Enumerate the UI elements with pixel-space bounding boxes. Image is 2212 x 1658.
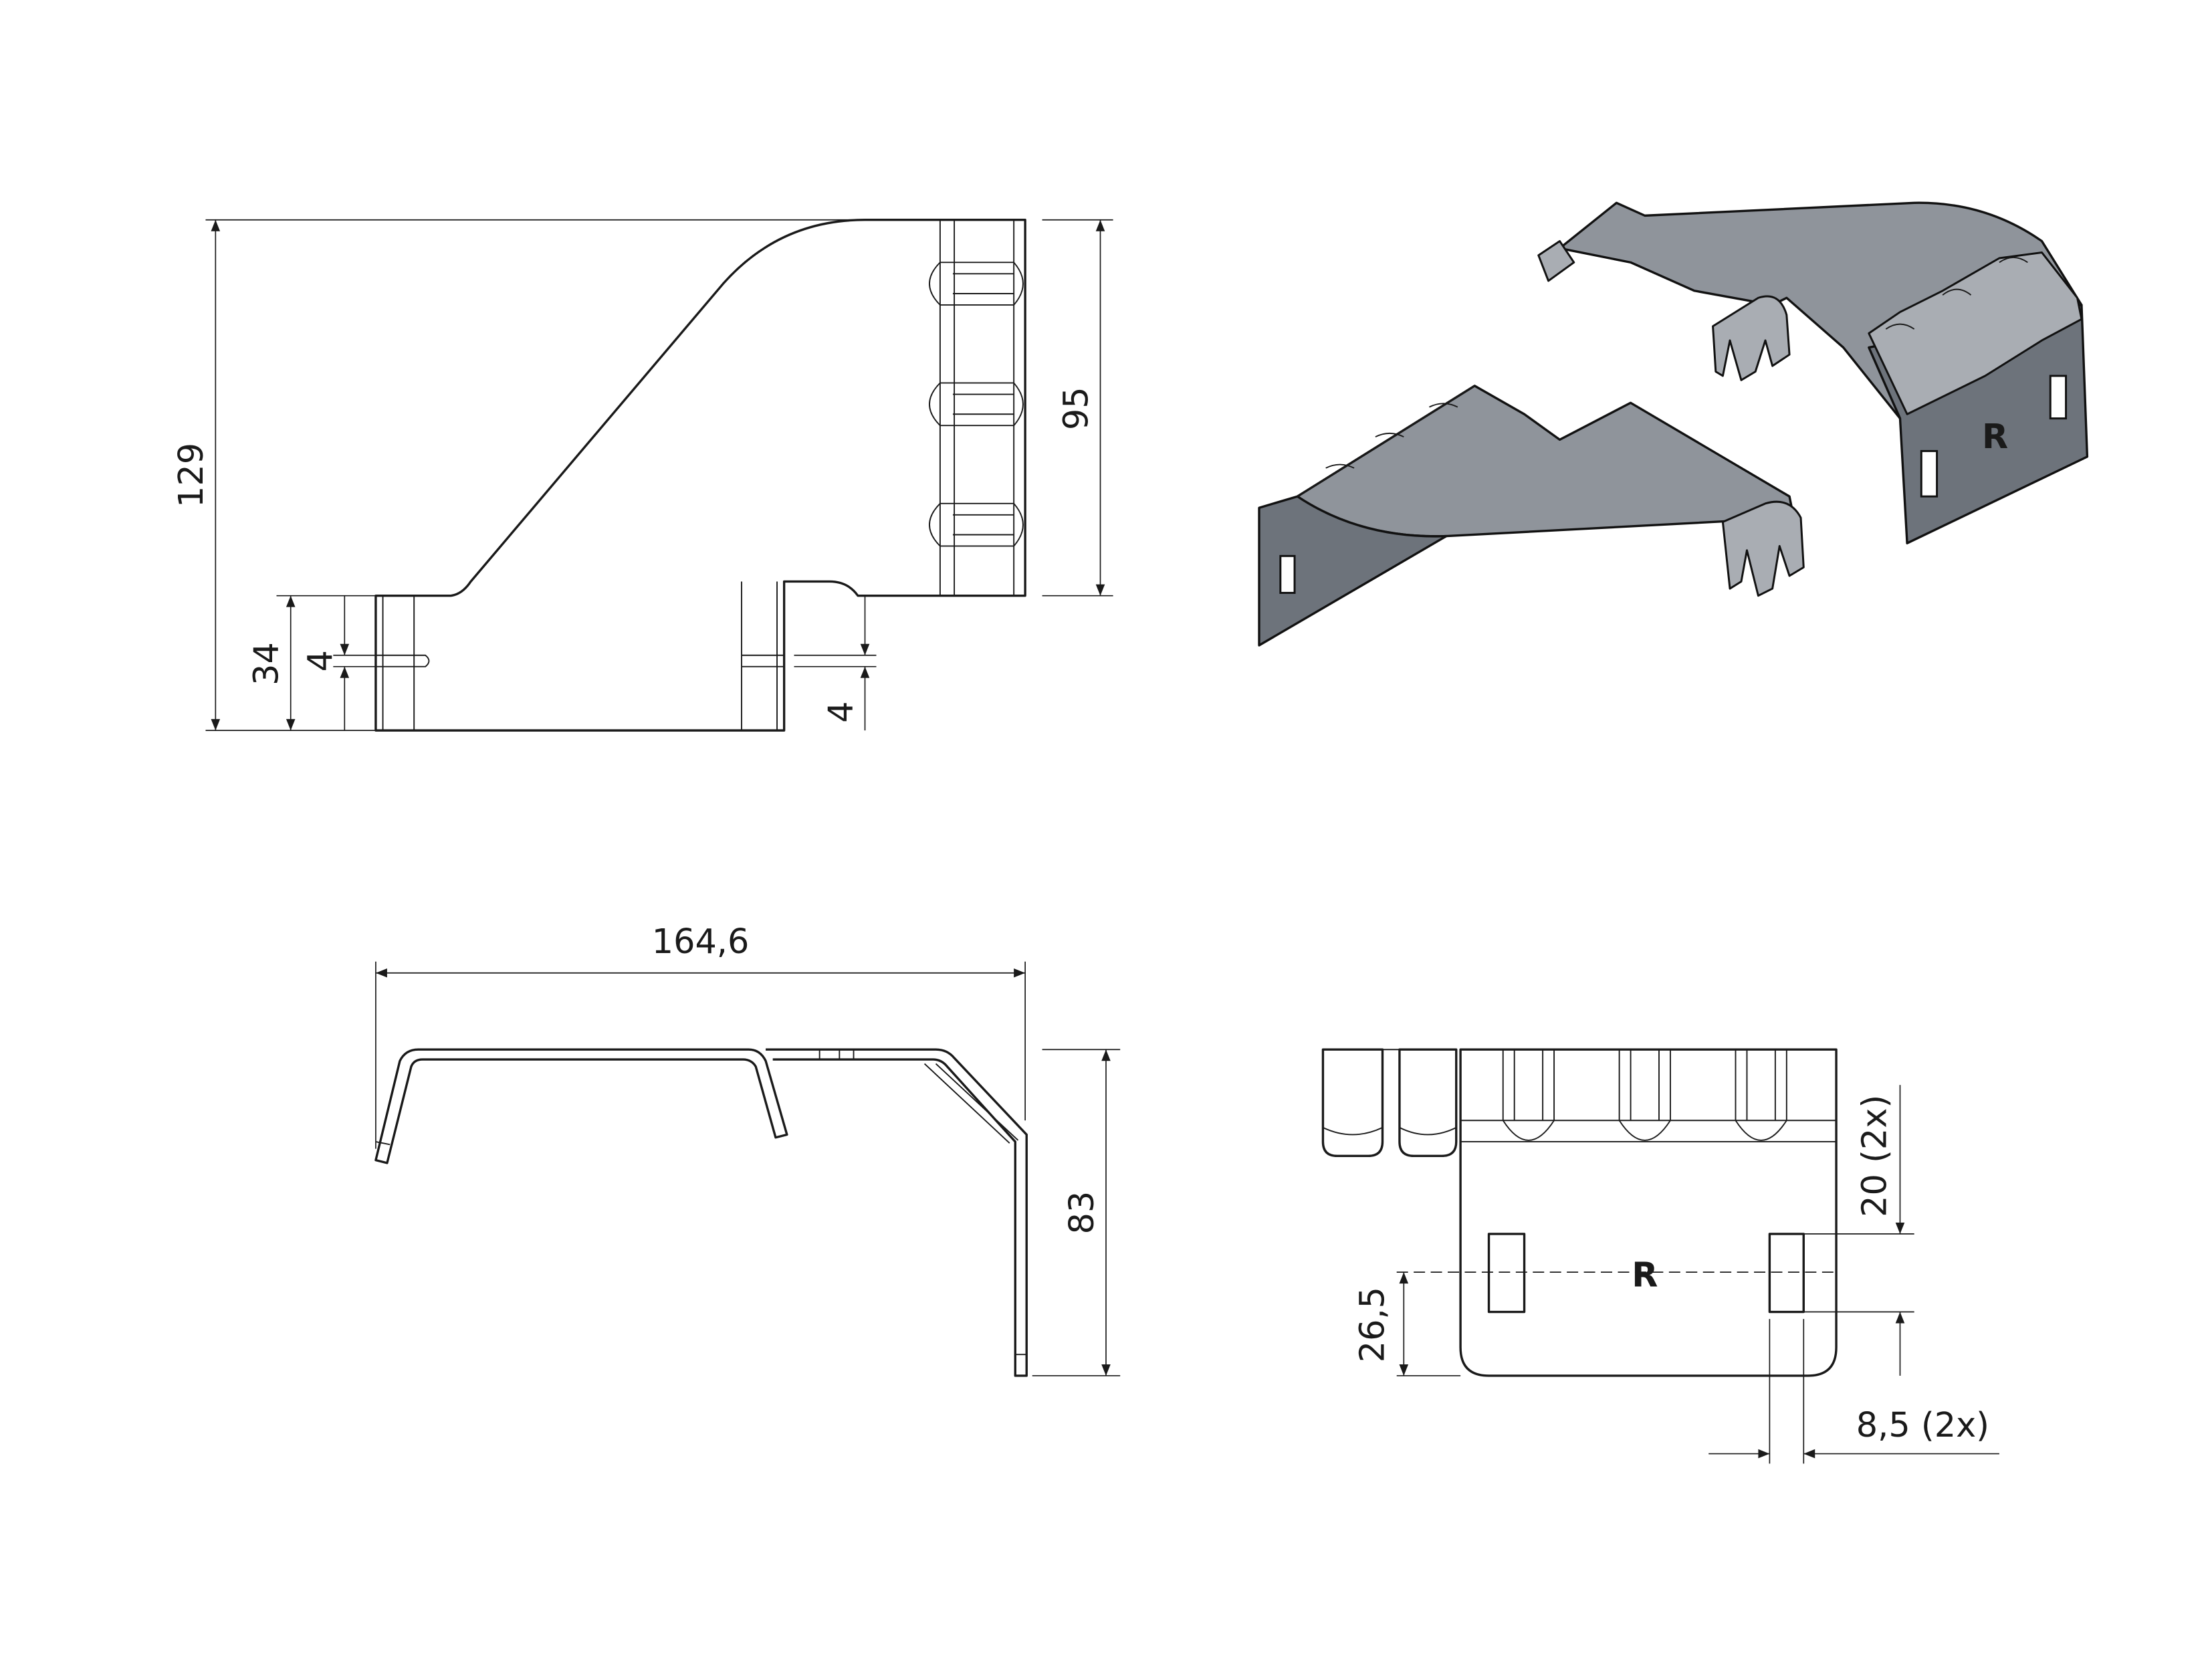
dim-4-left: 4 (301, 650, 340, 671)
bottom-outline (1459, 1048, 1838, 1377)
side-outline (374, 1048, 788, 1164)
side-view: 164,6 83 (374, 922, 1121, 1377)
flange-grooves (929, 262, 1024, 547)
front-outline (374, 219, 1026, 732)
dim-26-5: 26,5 (1353, 1287, 1393, 1362)
dim-164-6: 164,6 (652, 922, 750, 962)
dim-8-5-2x: 8,5 (2x) (1856, 1406, 1989, 1445)
slot-left (1487, 1233, 1526, 1314)
dim-34: 34 (247, 642, 287, 686)
dim-129: 129 (172, 443, 211, 508)
dim-20-2x: 20 (2x) (1855, 1095, 1894, 1217)
dim-83: 83 (1063, 1191, 1102, 1235)
isometric-view-right-part: R (1537, 201, 2089, 544)
slot-right (1768, 1233, 1805, 1314)
dim-95: 95 (1057, 387, 1096, 430)
grooves (1502, 1049, 1787, 1141)
r-marking: R (1632, 1255, 1658, 1295)
bottom-view: R 20 (2x) 26,5 8,5 (2x) (1321, 1048, 1999, 1464)
isometric-view-left-part (1258, 385, 1805, 647)
dim-4-right: 4 (821, 701, 861, 722)
front-view: 129 95 34 4 4 (172, 219, 1113, 732)
iso-r-marking: R (1982, 417, 2008, 457)
